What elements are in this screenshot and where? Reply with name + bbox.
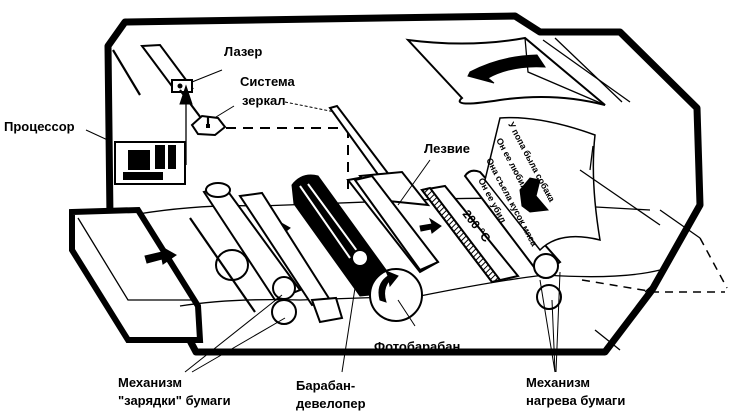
laser-unit [140,43,223,93]
label-blade: Лезвие [424,141,470,156]
blade [353,159,442,272]
label-photodrum: Фотобарабан [374,339,460,354]
paper-feed-arrow-icon [144,244,177,265]
right-side-details [579,145,728,351]
label-developer-drum-2: девелопер [296,396,366,411]
label-fuser-1: Механизм [526,375,590,390]
rotation-arrow-icon [378,270,399,303]
callout-labels: Лазер Система зеркал Процессор Лезвие Фо… [4,44,625,411]
up-arrow-icon [179,84,193,105]
label-mirror-system-2: зеркал [242,93,285,108]
developer-drum [238,174,403,373]
label-mirror-system-1: Система [240,74,295,89]
printed-page: У попа была собака Он ее любил Она съела… [476,116,601,252]
processor-board [85,84,193,185]
label-paper-feed-2: "зарядки" бумаги [118,393,231,408]
paper-input-tray [69,206,204,343]
dog-figure-icon [519,177,549,213]
label-developer-drum-1: Барабан- [296,378,355,393]
label-paper-feed-1: Механизм [118,375,182,390]
label-fuser-2: нагрева бумаги [526,393,625,408]
fuser-rollers [463,169,562,373]
output-paper [405,36,606,106]
output-arrow-icon [467,54,546,84]
label-processor: Процессор [4,119,75,134]
label-laser: Лазер [224,44,262,59]
paper-feed-roller [184,182,302,373]
